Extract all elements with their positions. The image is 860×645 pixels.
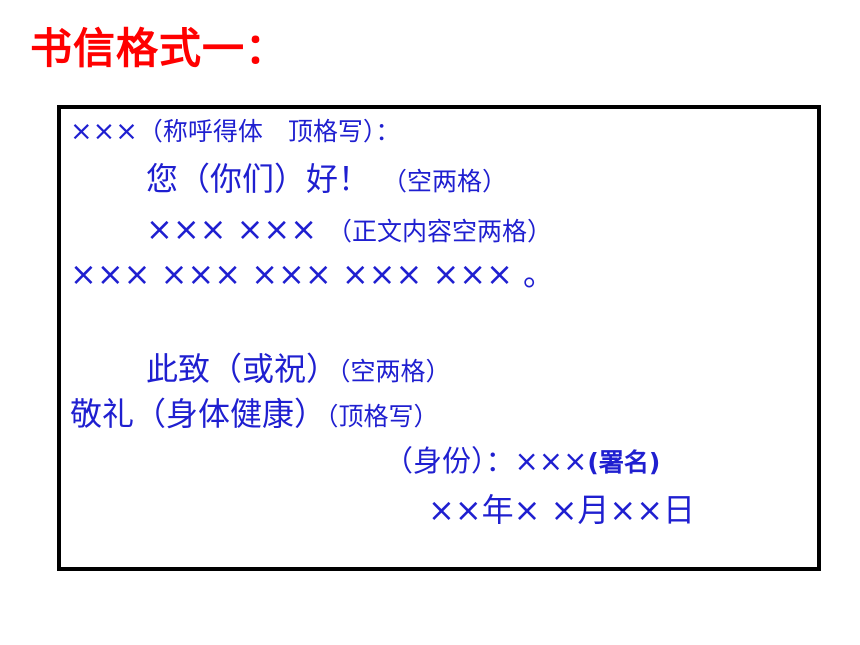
salute-text: 敬礼（身体健康） bbox=[70, 395, 327, 433]
date-text: ××年× ×月××日 bbox=[428, 491, 696, 529]
salutation-text: ××× bbox=[70, 116, 138, 147]
page-title: 书信格式一： bbox=[30, 24, 289, 73]
salute-note: （顶格写） bbox=[326, 402, 439, 431]
letter-format-box bbox=[57, 105, 821, 571]
salutation-note: （称呼得体 顶格写）： bbox=[137, 117, 401, 146]
body-second-line: ××× ××× ××× ××× ××× 。 bbox=[70, 258, 555, 290]
body-first-note: （正文内容空两格） bbox=[327, 217, 553, 246]
closing-text: 此致（或祝） bbox=[146, 350, 339, 388]
date-line: ××年× ×月××日 bbox=[428, 494, 695, 526]
greeting-text: 您（你们）好！ bbox=[146, 160, 371, 198]
greeting-line: 您（你们）好！ （空两格） bbox=[146, 163, 507, 195]
body-second-text: ××× ××× ××× ××× ××× 。 bbox=[70, 255, 556, 293]
signature-line: （身份）：×××(署名) bbox=[384, 447, 660, 476]
body-first-text: ××× ××× bbox=[146, 210, 318, 248]
signature-note: (署名) bbox=[587, 448, 661, 477]
greeting-note: （空两格） bbox=[382, 167, 508, 196]
salutation-line: ×××（称呼得体 顶格写）： bbox=[70, 118, 400, 145]
closing-note: （空两格） bbox=[338, 357, 451, 386]
signature-text: （身份）：××× bbox=[384, 444, 588, 478]
closing-line: 此致（或祝）（空两格） bbox=[146, 353, 451, 385]
salute-line: 敬礼（身体健康）（顶格写） bbox=[70, 398, 439, 430]
body-first-line: ××× ××× （正文内容空两格） bbox=[146, 213, 552, 245]
